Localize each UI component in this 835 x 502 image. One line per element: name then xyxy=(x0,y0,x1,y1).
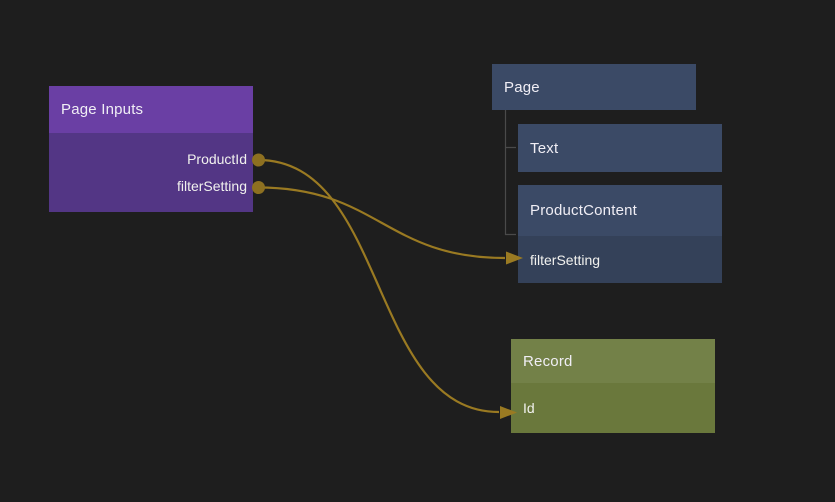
input-row-id[interactable]: Id xyxy=(511,383,715,433)
node-product-content[interactable]: ProductContent filterSetting xyxy=(518,185,722,283)
node-record-title: Record xyxy=(523,352,573,370)
node-page-inputs[interactable]: Page Inputs ProductId filterSetting xyxy=(49,86,253,212)
output-label-filtersetting: filterSetting xyxy=(176,177,247,194)
input-label-filtersetting: filterSetting xyxy=(530,251,601,268)
node-product-content-header[interactable]: ProductContent xyxy=(518,185,722,236)
output-port-dot-filtersetting[interactable] xyxy=(252,181,265,194)
node-text-header[interactable]: Text xyxy=(518,124,722,172)
input-row-filtersetting[interactable]: filterSetting xyxy=(518,236,722,283)
output-row-productid[interactable]: ProductId xyxy=(49,145,253,172)
wire-filtersetting-to-filtersetting[interactable] xyxy=(257,186,506,260)
node-product-content-title: ProductContent xyxy=(530,202,638,219)
output-port-dot-productid[interactable] xyxy=(252,153,265,167)
node-page-title: Page xyxy=(504,78,540,96)
widget-tree-connector-line xyxy=(504,110,516,236)
node-record-header[interactable]: Record xyxy=(511,339,715,383)
node-page-inputs-header[interactable]: Page Inputs xyxy=(49,86,253,133)
input-label-id: Id xyxy=(523,400,535,416)
node-page-header[interactable]: Page xyxy=(492,64,696,110)
node-record[interactable]: Record Id xyxy=(511,339,715,433)
node-text[interactable]: Text xyxy=(518,124,722,172)
wire-productid-to-id[interactable] xyxy=(257,158,500,414)
output-row-filtersetting[interactable]: filterSetting xyxy=(49,172,253,199)
node-page-inputs-body: ProductId filterSetting xyxy=(49,133,253,212)
output-label-productid: ProductId xyxy=(187,150,247,167)
node-page[interactable]: Page xyxy=(492,64,696,110)
node-page-inputs-title: Page Inputs xyxy=(61,101,144,118)
node-text-title: Text xyxy=(530,139,559,157)
